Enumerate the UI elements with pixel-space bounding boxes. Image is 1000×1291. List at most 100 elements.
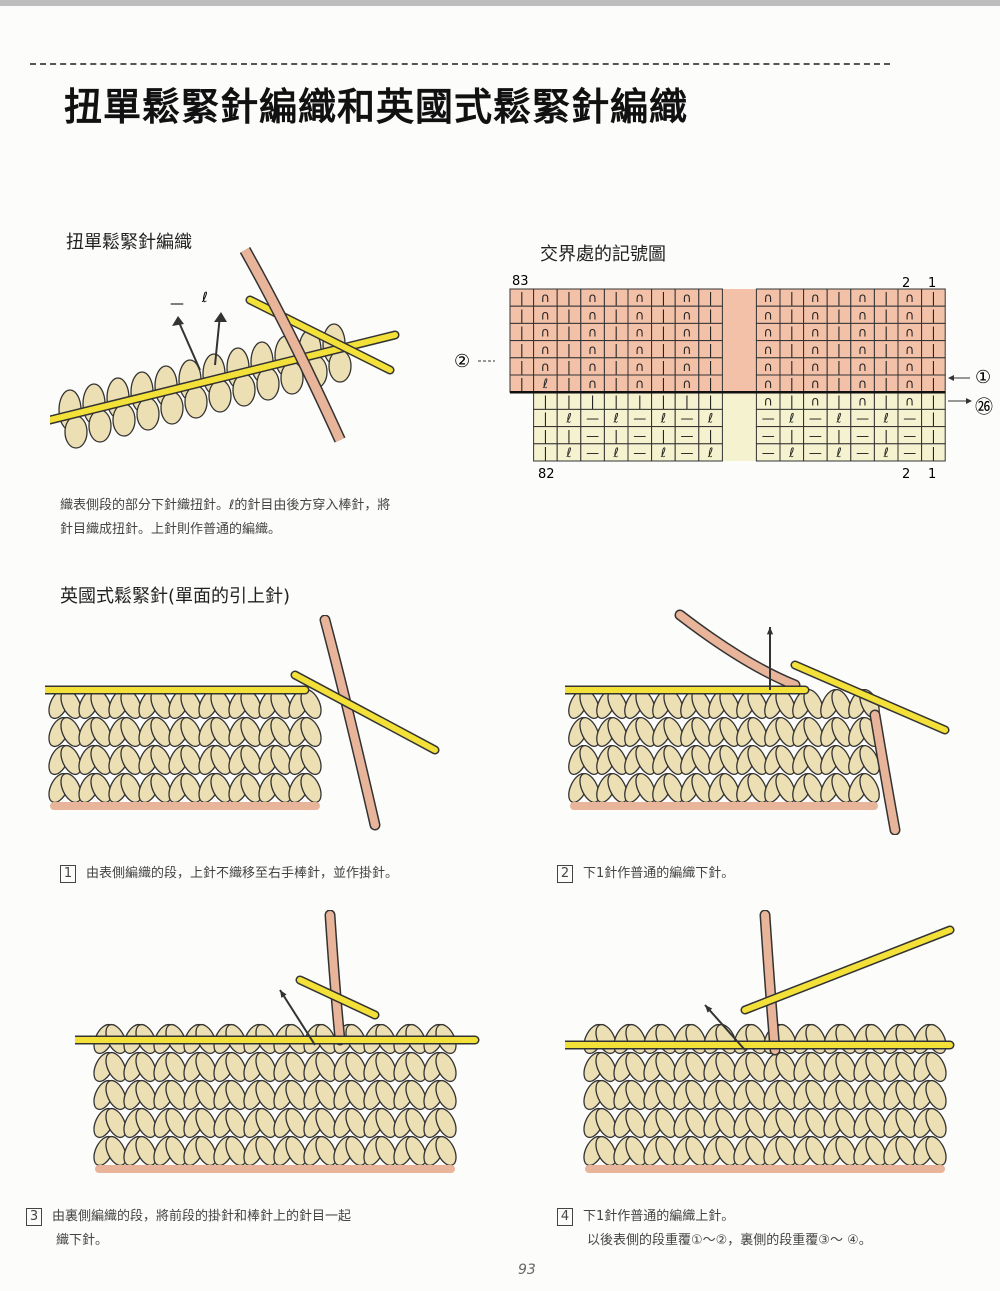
chart-symbol: ℓ bbox=[707, 446, 713, 461]
stitch-leg bbox=[803, 773, 824, 803]
stitch-leg bbox=[120, 716, 142, 748]
stitch-leg bbox=[345, 1079, 367, 1111]
stitch-leg bbox=[240, 744, 262, 776]
chart-symbol: ∩ bbox=[763, 360, 773, 375]
marker-row-2: ② bbox=[454, 351, 470, 372]
stitch-leg bbox=[150, 744, 172, 776]
chart-symbol: | bbox=[884, 308, 888, 323]
stitch-leg bbox=[691, 745, 712, 775]
chart-symbol: ∩ bbox=[858, 308, 868, 323]
section1-description: 織表側段的部分下針織扭針。ℓ的針目由後方穿入棒針，將 針目織成扭針。上針則作普通… bbox=[60, 494, 390, 542]
chart-symbol: | bbox=[708, 360, 712, 375]
chart-symbol: ∩ bbox=[635, 291, 645, 306]
stitch-leg bbox=[655, 1135, 677, 1167]
stitch bbox=[160, 391, 184, 425]
chart-symbol: | bbox=[567, 429, 571, 444]
chart-symbol: | bbox=[790, 291, 794, 306]
chart-symbol: | bbox=[614, 377, 618, 392]
chart-symbol: | bbox=[837, 291, 841, 306]
stitch-leg bbox=[90, 716, 112, 748]
chart-symbol: — bbox=[633, 412, 646, 427]
chart-symbol: | bbox=[708, 377, 712, 392]
stitch-leg bbox=[105, 1135, 127, 1167]
col-label-1: 1 bbox=[928, 276, 936, 291]
chart-symbol: ℓ bbox=[565, 446, 571, 461]
stitch-leg bbox=[270, 716, 292, 748]
chart-symbol: ℓ bbox=[660, 412, 666, 427]
chart-symbol: — bbox=[762, 429, 775, 444]
chart-symbol: | bbox=[520, 377, 524, 392]
chart-symbol: ∩ bbox=[682, 377, 692, 392]
stitch-leg bbox=[635, 745, 656, 775]
chart-symbol: | bbox=[837, 326, 841, 341]
stitch-leg bbox=[240, 716, 262, 748]
chart-symbol: | bbox=[708, 291, 712, 306]
stitch-leg bbox=[831, 773, 852, 803]
chart-symbol: | bbox=[884, 343, 888, 358]
step-text: 由表側編織的段，上針不織移至右手棒針，並作掛針。 bbox=[86, 866, 399, 881]
stitch-leg bbox=[691, 717, 712, 747]
chart-symbol: ∩ bbox=[682, 326, 692, 341]
chart-symbol: | bbox=[685, 394, 689, 409]
chart-heading: 交界處的記號圖 bbox=[540, 244, 666, 265]
chart-symbol: — bbox=[903, 412, 916, 427]
chart-symbol: | bbox=[520, 343, 524, 358]
chart-symbol: | bbox=[884, 291, 888, 306]
chart-symbol: ∩ bbox=[541, 343, 551, 358]
stitch-leg bbox=[180, 716, 202, 748]
stitch-leg bbox=[285, 1135, 307, 1167]
scan-edge bbox=[0, 0, 1000, 6]
chart-symbol: | bbox=[790, 394, 794, 409]
stitch-leg bbox=[745, 1107, 767, 1139]
chart-symbol: ∩ bbox=[858, 377, 868, 392]
dashed-divider bbox=[30, 63, 890, 65]
chart-symbol: | bbox=[614, 291, 618, 306]
stitch-leg bbox=[747, 745, 768, 775]
chart-symbol: ∩ bbox=[858, 394, 868, 409]
stitch-leg bbox=[579, 717, 600, 747]
chart-symbol: | bbox=[567, 377, 571, 392]
chart-symbol: | bbox=[708, 308, 712, 323]
stitch-leg bbox=[165, 1135, 187, 1167]
chart-symbol: ∩ bbox=[763, 291, 773, 306]
chart-symbol: ∩ bbox=[763, 343, 773, 358]
stitch-leg bbox=[625, 1135, 647, 1167]
stitch-leg bbox=[240, 772, 262, 804]
stitch-leg bbox=[405, 1079, 427, 1111]
chart-symbol: — bbox=[586, 412, 599, 427]
chart-symbol: ∩ bbox=[811, 291, 821, 306]
stitch-leg bbox=[105, 1051, 127, 1083]
stitch-leg bbox=[925, 1107, 947, 1139]
stitch-leg bbox=[775, 745, 796, 775]
stitch-leg bbox=[300, 772, 322, 804]
row-label-82: 82 bbox=[538, 467, 555, 482]
illustration-drawing bbox=[45, 615, 440, 831]
stitch-leg bbox=[607, 773, 628, 803]
chart-symbol: | bbox=[661, 343, 665, 358]
chart-symbol: ∩ bbox=[858, 343, 868, 358]
stitch-leg bbox=[255, 1079, 277, 1111]
stitch-leg bbox=[165, 1051, 187, 1083]
stitch-leg bbox=[150, 716, 172, 748]
stitch-leg bbox=[579, 773, 600, 803]
chart-symbol: | bbox=[837, 429, 841, 444]
chart-symbol: — bbox=[856, 429, 869, 444]
chart-symbol: ∩ bbox=[905, 326, 915, 341]
chart-symbol: | bbox=[614, 326, 618, 341]
stitch-leg bbox=[270, 772, 292, 804]
chart-symbol: | bbox=[520, 308, 524, 323]
stitch bbox=[88, 409, 112, 443]
stitch-leg bbox=[895, 1051, 917, 1083]
chart-symbol: — bbox=[856, 446, 869, 461]
chart-symbol: | bbox=[931, 360, 935, 375]
stitch-leg bbox=[715, 1107, 737, 1139]
chart-symbol: ∩ bbox=[905, 291, 915, 306]
stitch-leg bbox=[607, 745, 628, 775]
stitch-leg bbox=[405, 1051, 427, 1083]
page-number: 93 bbox=[518, 1262, 536, 1278]
stitch-leg bbox=[135, 1135, 157, 1167]
stitch-leg bbox=[195, 1051, 217, 1083]
